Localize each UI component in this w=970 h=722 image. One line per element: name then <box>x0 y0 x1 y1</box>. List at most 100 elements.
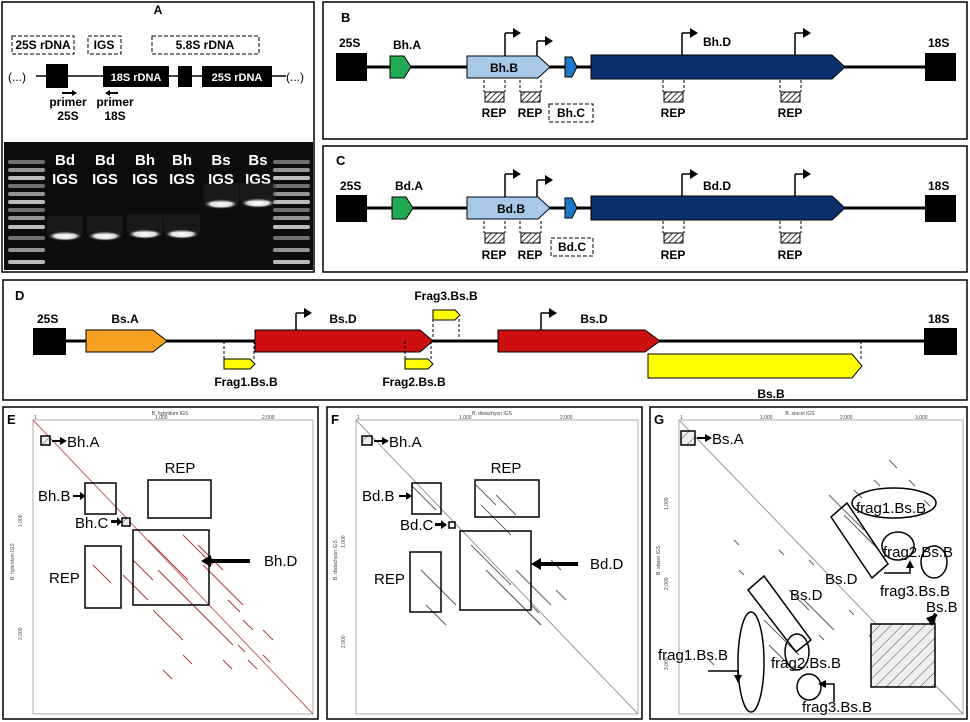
gene-bd-d <box>590 195 846 221</box>
gene-bs-a <box>85 329 168 353</box>
frag3-bs-b <box>432 309 461 321</box>
g-tick-top-4: 3,000 <box>915 415 928 421</box>
dotplot-hit <box>808 559 815 566</box>
gel-ladder-band <box>8 200 45 204</box>
f-label-rep-left: REP <box>374 571 405 588</box>
g-arrow-frag1b-icon <box>734 675 742 683</box>
gel-ladder-band <box>8 248 45 252</box>
frag1-bs-b-label: Frag1.Bs.B <box>214 375 278 389</box>
d-end-left: 25S <box>37 312 58 326</box>
f-yaxis: B. distachyon IGS <box>333 539 339 580</box>
rep-block <box>520 91 541 103</box>
gene-bd-b <box>466 196 551 220</box>
label-18s-rdna: 18S rDNA <box>111 72 162 84</box>
g-yaxis: B. stacei IGS <box>656 545 662 575</box>
c-end-left: 25S <box>340 179 361 193</box>
rep-label: REP <box>661 248 686 262</box>
gene-bh-b <box>466 55 551 79</box>
dotplot-hit <box>908 479 916 487</box>
panel-f: F B. distachyon IGS 1 1,000 2,000 1,000 … <box>326 406 643 720</box>
rep-label: REP <box>661 106 686 120</box>
gel-ladder-band <box>8 168 45 172</box>
dotplot-hit <box>873 479 881 487</box>
gene-bd-b-label: Bd.B <box>497 202 525 216</box>
dotplot-hit <box>147 539 189 581</box>
gel-ladder-band <box>8 184 45 188</box>
g-tick-left-1: 1,000 <box>664 497 670 510</box>
dotplot-hit <box>242 619 254 631</box>
e-arrow-b-icon <box>73 492 86 500</box>
panel-c-label: C <box>336 153 346 168</box>
e-tick-left-1: 1,000 <box>18 514 24 527</box>
dotplot-hit <box>222 659 233 670</box>
g-arrow-frag3a-icon <box>906 560 914 568</box>
rep-label: REP <box>518 106 543 120</box>
promoter-arrow-icon <box>549 308 557 318</box>
g-label-frag3a: frag3.Bs.B <box>880 583 950 600</box>
dotplot-hit <box>162 669 173 680</box>
gel-ladder-band <box>273 160 310 164</box>
primer-25s-line2: 25S <box>57 109 78 123</box>
gel-smear <box>127 214 163 232</box>
dotplot-hit <box>92 564 112 584</box>
gel-band <box>47 231 83 241</box>
e-arrow-d-icon <box>201 555 211 567</box>
gene-bh-a <box>389 55 412 79</box>
g-tick-left-2: 2,000 <box>664 577 670 590</box>
promoter-arrow-icon <box>545 36 553 46</box>
f-arrow-a-icon <box>374 437 389 445</box>
dotplot-hit <box>818 634 825 641</box>
gel-ladder-band <box>273 200 310 204</box>
gel-band <box>203 199 239 209</box>
e-title: B. hybridum IGS <box>152 411 189 417</box>
dotplot-hit <box>530 604 540 614</box>
f-arrow-d-icon <box>531 558 541 570</box>
g-title: B. stacei IGS <box>785 411 815 417</box>
gel-smear <box>164 214 200 232</box>
gene-bs-d-2 <box>497 329 661 353</box>
gel-band <box>87 231 123 241</box>
panel-b-label: B <box>341 10 350 25</box>
promoter-arrow-icon <box>690 169 698 179</box>
gel-lane-label-top: Bd <box>55 152 75 169</box>
g-label-d1: Bs.D <box>825 571 858 588</box>
promoter-arrow-icon <box>690 28 698 38</box>
e-arrow-c-icon <box>111 517 122 526</box>
gene-bd-c <box>564 197 578 219</box>
promoter-arrow-icon <box>513 28 521 38</box>
rep-block <box>484 91 505 103</box>
gel-ladder-band <box>8 208 45 212</box>
dotplot-hit <box>227 599 241 613</box>
f-label-c: Bd.C <box>400 517 434 534</box>
panel-e-label: E <box>7 412 16 427</box>
e-tick-top-2: 1,000 <box>155 415 168 421</box>
f-tick-left-1: 1,000 <box>341 535 347 548</box>
dotplot-hit <box>555 589 567 601</box>
f-arrow-c-icon <box>435 520 447 529</box>
promoter-arrow-icon <box>545 175 553 185</box>
gel-ladder-band <box>273 192 310 196</box>
dotplot-hit <box>853 489 863 499</box>
g-tick-top-2: 1,000 <box>760 415 773 421</box>
gel-ladder-band <box>8 260 45 264</box>
label-25s-rdna: 25S rDNA <box>15 38 71 52</box>
dotplot-hit <box>425 604 447 626</box>
g-label-a: Bs.A <box>712 431 744 448</box>
rep-label: REP <box>482 248 507 262</box>
ellipsis-right: (...) <box>286 70 304 84</box>
dotplot-hit <box>778 549 785 556</box>
c-end-right: 18S <box>928 179 949 193</box>
panel-d-label: D <box>15 288 24 303</box>
ellipsis-left: (...) <box>8 70 26 84</box>
g-arrow-a-icon <box>697 434 712 442</box>
rep-label: REP <box>778 106 803 120</box>
dotplot-hit <box>122 574 149 601</box>
gene-bs-d-1-label: Bs.D <box>329 312 357 326</box>
panel-f-label: F <box>331 412 339 427</box>
dotplot-hit <box>788 589 810 611</box>
dotplot-hit <box>470 544 512 586</box>
primer-18s-line1: primer <box>96 95 134 109</box>
e-tick-left-2: 2,000 <box>18 627 24 640</box>
gel-ladder-band <box>8 236 45 240</box>
